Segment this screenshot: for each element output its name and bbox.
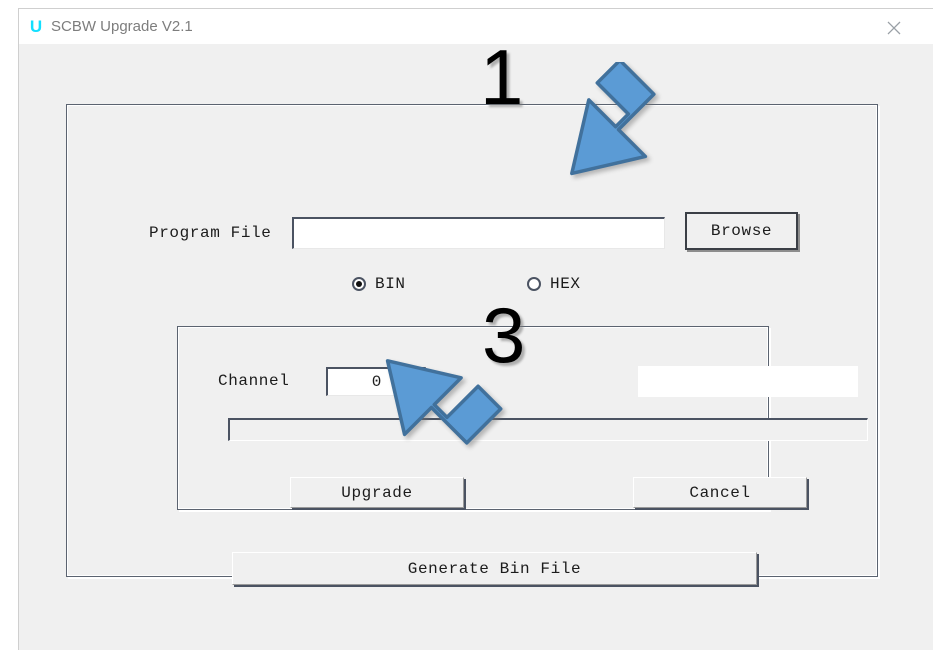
cancel-button[interactable]: Cancel: [633, 477, 807, 508]
channel-label: Channel: [218, 372, 290, 390]
radio-bin-indicator-icon: [352, 277, 366, 291]
title-bar: U SCBW Upgrade V2.1: [18, 8, 933, 44]
program-file-input[interactable]: [292, 217, 665, 249]
upgrade-panel: Channel 0 Upgrade Cancel: [177, 326, 868, 510]
window-title: SCBW Upgrade V2.1: [51, 18, 193, 35]
close-icon[interactable]: [873, 12, 915, 42]
status-field: [638, 366, 858, 397]
annotation-step-3-number: 3: [482, 291, 526, 379]
radio-bin[interactable]: BIN: [352, 275, 406, 293]
dialog-client-area: Program File Browse BIN HEX Channel 0: [18, 44, 933, 650]
channel-input[interactable]: 0: [326, 367, 426, 396]
main-panel: Program File Browse BIN HEX Channel 0: [66, 104, 878, 585]
radio-hex-indicator-icon: [527, 277, 541, 291]
upgrade-progress-bar: [228, 418, 868, 441]
app-logo-icon: U: [29, 17, 43, 36]
upgrade-button[interactable]: Upgrade: [290, 477, 464, 508]
annotation-step-1-number: 1: [480, 33, 524, 121]
close-icon-glyph: [887, 21, 901, 35]
radio-hex[interactable]: HEX: [527, 275, 581, 293]
radio-hex-label: HEX: [550, 275, 581, 293]
radio-bin-label: BIN: [375, 275, 406, 293]
browse-button[interactable]: Browse: [685, 212, 798, 250]
program-file-label: Program File: [149, 224, 272, 242]
generate-bin-file-button[interactable]: Generate Bin File: [232, 552, 757, 585]
